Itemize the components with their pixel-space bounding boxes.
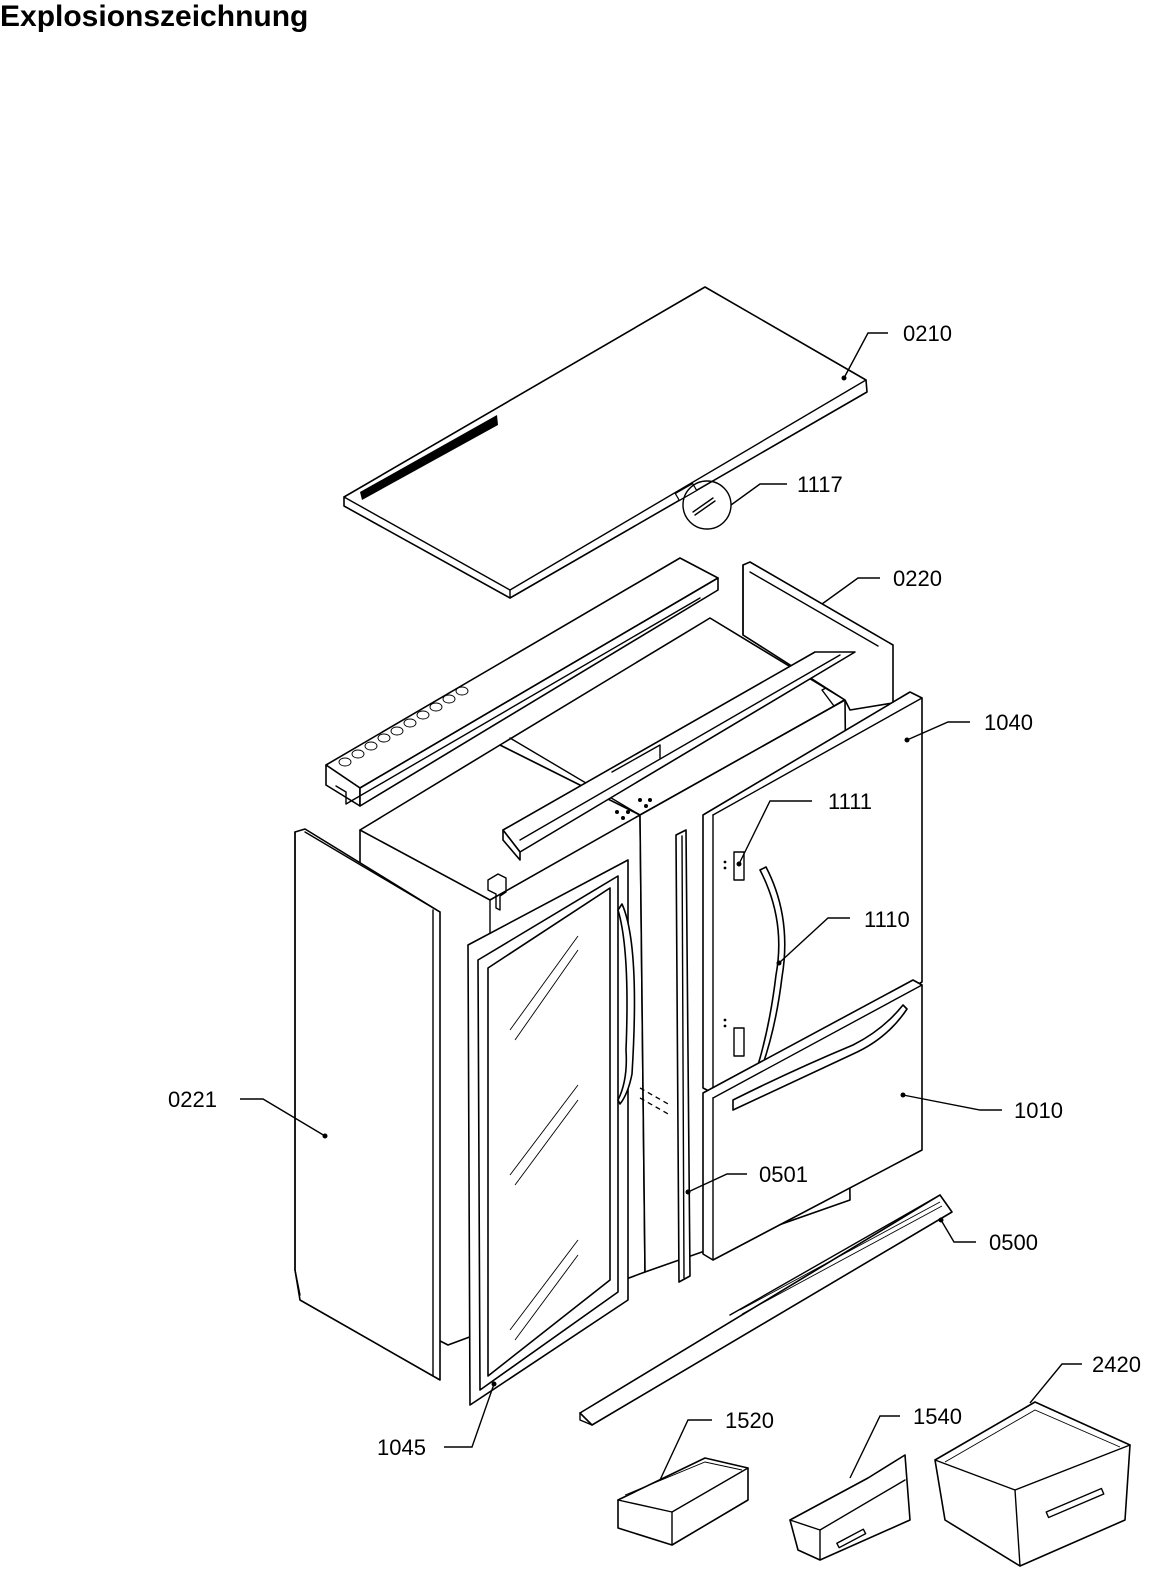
- crisper-drawer: [934, 1401, 1131, 1567]
- label-1040: 1040: [984, 710, 1033, 735]
- back-wall: [742, 561, 894, 711]
- label-0500: 0500: [989, 1230, 1038, 1255]
- leader-lines: [240, 332, 1082, 1481]
- label-1010: 1010: [1014, 1098, 1063, 1123]
- label-1045: 1045: [377, 1435, 426, 1460]
- label-0221: 0221: [168, 1087, 217, 1112]
- middle-rail: [502, 651, 856, 861]
- label-0210: 0210: [903, 321, 952, 346]
- drawer-front: [702, 979, 923, 1261]
- top-cover: [343, 286, 868, 599]
- control-rail: [325, 557, 719, 807]
- label-1110: 1110: [864, 907, 910, 932]
- part-labels: 0210 1117 0220 1040 1111 1110 0221 1010 …: [168, 321, 1141, 1460]
- tray-small: [617, 1457, 749, 1546]
- label-1540: 1540: [913, 1404, 962, 1429]
- page-title: Explosionszeichnung: [0, 0, 309, 33]
- label-1520: 1520: [725, 1408, 774, 1433]
- side-panel: [294, 828, 441, 1381]
- label-0220: 0220: [893, 566, 942, 591]
- door-seal: [675, 829, 691, 1283]
- label-1117: 1117: [797, 472, 843, 497]
- label-2420: 2420: [1092, 1352, 1141, 1377]
- label-0501: 0501: [759, 1162, 808, 1187]
- glass-door: [467, 859, 671, 1406]
- detail-circle: [682, 480, 732, 530]
- label-1111: 1111: [828, 789, 872, 814]
- bottle-holder: [789, 1454, 911, 1561]
- bottom-rail: [579, 1194, 953, 1426]
